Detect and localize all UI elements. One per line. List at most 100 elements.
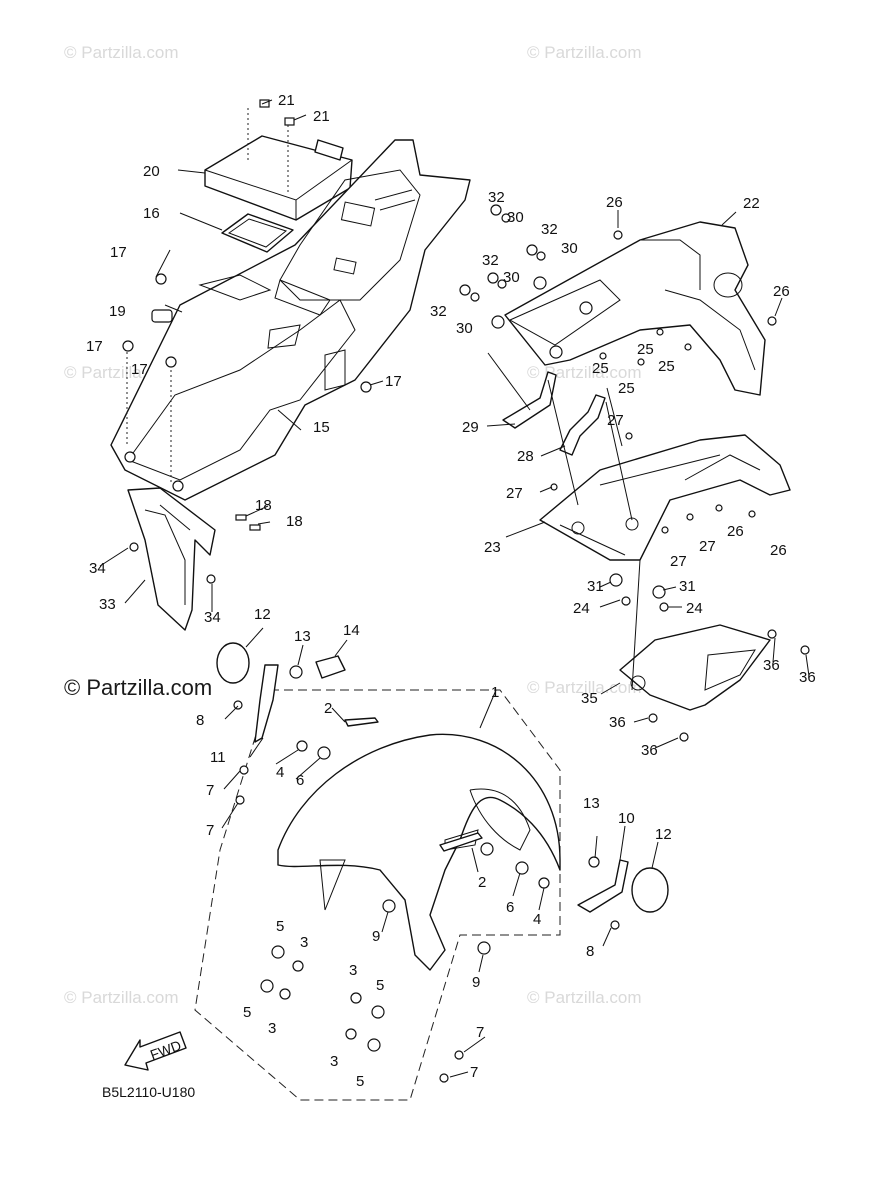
callout-32: 32 [430, 303, 447, 320]
callout-24: 24 [573, 600, 590, 617]
watermark: © Partzilla.com [527, 43, 642, 62]
callout-30: 30 [503, 269, 520, 286]
callout-21: 21 [313, 108, 330, 125]
callout-31: 31 [587, 578, 604, 595]
callout-24: 24 [686, 600, 703, 617]
callout-4: 4 [276, 764, 284, 781]
callout-9: 9 [372, 928, 380, 945]
callout-17: 17 [86, 338, 103, 355]
callout-35: 35 [581, 690, 598, 707]
callout-27: 27 [607, 412, 624, 429]
callout-27: 27 [699, 538, 716, 555]
callout-32: 32 [482, 252, 499, 269]
part-23-frame [539, 434, 791, 561]
callout-16: 16 [143, 205, 160, 222]
callout-25: 25 [618, 380, 635, 397]
callout-12: 12 [254, 606, 271, 623]
callout-7: 7 [206, 782, 214, 799]
callout-6: 6 [296, 772, 304, 789]
callout-32: 32 [541, 221, 558, 238]
callout-11: 11 [210, 749, 226, 766]
watermark: © Partzilla.com [527, 988, 642, 1007]
part-28-hook [559, 394, 606, 456]
callout-15: 15 [313, 419, 330, 436]
part-35-lower-bracket [619, 624, 771, 711]
callout-5: 5 [356, 1073, 364, 1090]
part-15-rear-fender [110, 139, 471, 501]
callout-31: 31 [679, 578, 696, 595]
callout-10: 10 [618, 810, 635, 827]
callout-26: 26 [770, 542, 787, 559]
part-11-bracket [254, 664, 279, 743]
callout-22: 22 [743, 195, 760, 212]
watermark: © Partzilla.com [64, 43, 179, 62]
hardware-layer [122, 204, 810, 1083]
callout-27: 27 [670, 553, 687, 570]
callout-34: 34 [204, 609, 221, 626]
callout-25: 25 [658, 358, 675, 375]
callout-3: 3 [300, 934, 308, 951]
part-33-mudflap [127, 487, 216, 631]
callout-8: 8 [586, 943, 594, 960]
callout-26: 26 [727, 523, 744, 540]
callout-20: 20 [143, 163, 160, 180]
callout-17: 17 [131, 361, 148, 378]
callout-3: 3 [330, 1053, 338, 1070]
callout-13: 13 [583, 795, 600, 812]
callout-3: 3 [268, 1020, 276, 1037]
part-14-clamp [315, 655, 346, 679]
diagram-code: B5L2110-U180 [102, 1084, 195, 1100]
callout-12: 12 [655, 826, 672, 843]
part-20-tray [204, 99, 353, 221]
callout-32: 32 [488, 189, 505, 206]
callout-26: 26 [773, 283, 790, 300]
callout-27: 27 [506, 485, 523, 502]
callout-30: 30 [456, 320, 473, 337]
callout-layer: 1 2 2 3 3 3 3 4 4 5 5 5 5 6 6 7 7 7 7 8 … [86, 92, 816, 1090]
callout-17: 17 [385, 373, 402, 390]
callout-5: 5 [276, 918, 284, 935]
callout-25: 25 [637, 341, 654, 358]
callout-36: 36 [799, 669, 816, 686]
part-12-reflector [216, 642, 250, 684]
part-2-emblem [439, 832, 483, 852]
watermark: © Partzilla.com [527, 678, 642, 697]
part-10-bracket [577, 859, 629, 913]
callout-6: 6 [506, 899, 514, 916]
callout-2: 2 [478, 874, 486, 891]
callout-19: 19 [109, 303, 126, 320]
main-watermark: © Partzilla.com [64, 675, 212, 700]
callout-7: 7 [470, 1064, 478, 1081]
callout-7: 7 [206, 822, 214, 839]
fwd-label: FWD [148, 1037, 183, 1063]
callout-28: 28 [517, 448, 534, 465]
callout-36: 36 [641, 742, 658, 759]
callout-30: 30 [507, 209, 524, 226]
callout-2: 2 [324, 700, 332, 717]
callout-9: 9 [472, 974, 480, 991]
callout-30: 30 [561, 240, 578, 257]
callout-23: 23 [484, 539, 501, 556]
callout-5: 5 [376, 977, 384, 994]
callout-34: 34 [89, 560, 106, 577]
callout-21: 21 [278, 92, 295, 109]
callout-29: 29 [462, 419, 479, 436]
part-22-bracket [491, 221, 766, 396]
fwd-arrow-icon: FWD [124, 1031, 187, 1071]
callout-17: 17 [110, 244, 127, 261]
part-29-hook [502, 371, 557, 429]
callout-13: 13 [294, 628, 311, 645]
callout-7: 7 [476, 1024, 484, 1041]
callout-25: 25 [592, 360, 609, 377]
callout-1: 1 [491, 684, 499, 701]
callout-18: 18 [255, 497, 272, 514]
part-12-reflector [631, 867, 669, 913]
callout-5: 5 [243, 1004, 251, 1021]
watermark: © Partzilla.com [64, 988, 179, 1007]
callout-36: 36 [763, 657, 780, 674]
part-16-sheet [221, 213, 294, 253]
callout-18: 18 [286, 513, 303, 530]
watermark-layer: © Partzilla.com © Partzilla.com © Partzi… [64, 43, 642, 1007]
part-2-emblem [344, 717, 379, 727]
